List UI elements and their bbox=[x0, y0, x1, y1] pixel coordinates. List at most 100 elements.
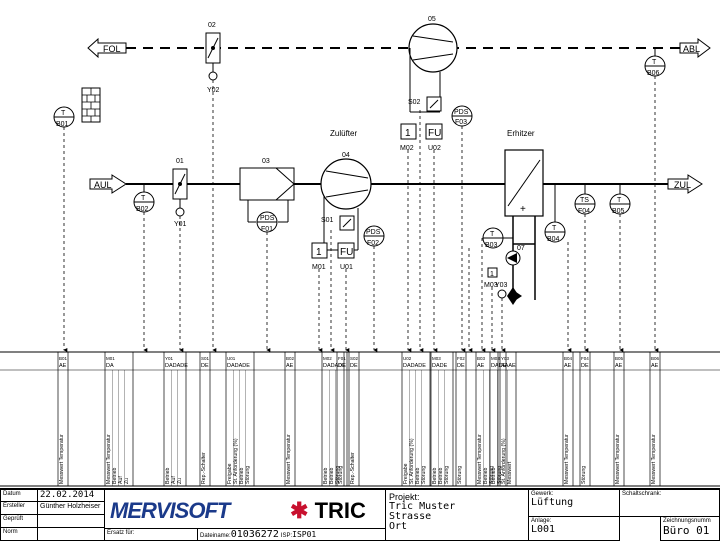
svg-text:T: T bbox=[617, 197, 622, 204]
io-tag: S01 bbox=[201, 356, 210, 361]
gewerk-cell: Gewerk: Lüftung bbox=[528, 489, 620, 517]
io-tag: B05 bbox=[615, 356, 624, 361]
filter: 03 PDS F01 bbox=[239, 158, 295, 233]
svg-text:PDS: PDS bbox=[366, 229, 381, 236]
io-signal: Zu bbox=[177, 478, 183, 484]
svg-text:M03: M03 bbox=[484, 282, 498, 289]
abl-label: ABL bbox=[683, 44, 700, 54]
io-tag: B03 bbox=[477, 356, 486, 361]
io-signal: Störung bbox=[421, 466, 427, 484]
svg-text:FU: FU bbox=[340, 247, 353, 258]
svg-text:FU: FU bbox=[428, 128, 441, 139]
io-tag: B01 bbox=[59, 356, 68, 361]
svg-text:1: 1 bbox=[405, 128, 411, 139]
io-tag: M02 bbox=[323, 356, 332, 361]
svg-text:B01: B01 bbox=[56, 121, 69, 128]
exhaust-damper-actuator: Y02 bbox=[207, 87, 220, 94]
gewerk-value: Lüftung bbox=[531, 497, 574, 508]
pump: 07 1 M03 bbox=[484, 245, 525, 289]
io-signal: Messwert Temperatur bbox=[564, 434, 570, 484]
dateiname-label: Dateiname: bbox=[200, 533, 231, 539]
tric-logo-text: TRIC bbox=[314, 498, 366, 523]
io-type: DADE bbox=[432, 363, 448, 369]
norm-value bbox=[37, 527, 105, 541]
io-type: DADADE bbox=[403, 363, 426, 369]
io-tag: M03 bbox=[491, 356, 500, 361]
svg-text:Y03: Y03 bbox=[495, 282, 508, 289]
ersteller-value: Günther Holzheiser bbox=[37, 501, 105, 515]
dateiname-cell: Dateiname:01036272 ISP:ISP01 bbox=[197, 528, 386, 541]
exhaust-fan-id: 05 bbox=[428, 16, 436, 23]
projekt-label: Projekt: bbox=[389, 492, 420, 502]
io-signal: Rep.-Schalter bbox=[201, 452, 207, 484]
sensor-b04: T B04 bbox=[544, 184, 566, 243]
dateiname-value: 01036272 bbox=[230, 529, 279, 540]
io-type: DADADE bbox=[323, 363, 346, 369]
svg-text:M01: M01 bbox=[312, 264, 326, 271]
io-type: DE bbox=[581, 363, 589, 369]
svg-text:PDS: PDS bbox=[454, 109, 469, 116]
svg-text:04: 04 bbox=[342, 152, 350, 159]
exhaust-fan-switch: S02 bbox=[408, 99, 421, 106]
io-signal: Messwert Temperatur bbox=[615, 434, 621, 484]
projekt-value: Tric Muster bbox=[389, 501, 456, 512]
io-type: AE bbox=[286, 363, 294, 369]
svg-text:B05: B05 bbox=[612, 208, 625, 215]
anlage-cell: Anlage: L001 bbox=[528, 516, 620, 541]
io-signal: Störung bbox=[581, 466, 587, 484]
io-signal: Störung bbox=[457, 466, 463, 484]
supply-fan: Zulüfter 04 S01 PDS F02 1 M01 FU U01 bbox=[311, 129, 385, 271]
io-tag: Y03 bbox=[501, 356, 510, 361]
signal-lines bbox=[63, 76, 659, 352]
io-signal: Freigabe bbox=[403, 463, 409, 484]
outdoor-wall bbox=[81, 87, 101, 123]
io-tag: Y01 bbox=[165, 356, 174, 361]
title-block: Datum 22.02.2014 Ersteller Günther Holzh… bbox=[0, 488, 720, 541]
io-tag: F02 bbox=[457, 356, 465, 361]
supply-duct: AUL ZUL bbox=[89, 174, 703, 194]
io-tag: F01 bbox=[338, 356, 346, 361]
ort-value: Ort bbox=[389, 521, 408, 532]
io-signal: St. Anforderung (%) bbox=[233, 438, 239, 484]
io-signal: Messwert Temperatur bbox=[477, 434, 483, 484]
io-signal: Störung bbox=[245, 466, 251, 484]
io-tag: F04 bbox=[581, 356, 589, 361]
io-signal: Messwert Temperatur bbox=[286, 434, 292, 484]
svg-text:T: T bbox=[552, 225, 557, 232]
io-signal: Betrieb bbox=[415, 467, 421, 484]
io-signal: Messwert Temperatur bbox=[651, 434, 657, 484]
zul-label: ZUL bbox=[674, 180, 691, 190]
io-signal: Betrieb bbox=[491, 467, 497, 484]
svg-text:Erhitzer: Erhitzer bbox=[507, 129, 535, 138]
exhaust-fan: 05 S02 PDS F03 1 M02 FU U02 bbox=[400, 16, 473, 152]
projekt-cell: Projekt: Tric Muster Strasse Ort bbox=[385, 489, 529, 541]
svg-text:B06: B06 bbox=[647, 70, 660, 77]
svg-text:M02: M02 bbox=[400, 145, 414, 152]
io-signal: St. Anforderung (%) bbox=[501, 438, 507, 484]
io-signal: Störung bbox=[338, 466, 344, 484]
tric-logo: ✱ TRIC bbox=[290, 498, 366, 524]
schaltschrank-label: Schaltschrank: bbox=[622, 491, 662, 497]
svg-text:T: T bbox=[490, 231, 495, 238]
io-signal: Messwert bbox=[507, 461, 513, 484]
norm-label: Norm bbox=[0, 527, 38, 541]
svg-text:F02: F02 bbox=[367, 240, 379, 247]
io-signal: Messwert Temperatur bbox=[106, 434, 112, 484]
gewerk-label: Gewerk: bbox=[531, 491, 554, 497]
io-signal: St. Anforderung (%) bbox=[409, 438, 415, 484]
aul-label: AUL bbox=[94, 180, 112, 190]
svg-text:1: 1 bbox=[490, 271, 494, 278]
svg-text:07: 07 bbox=[517, 245, 525, 252]
io-type: DE bbox=[201, 363, 209, 369]
